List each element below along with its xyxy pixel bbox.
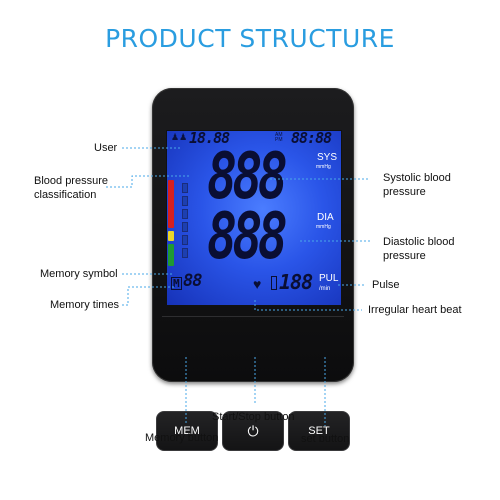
bp-classification-bars — [168, 180, 174, 269]
user-icons: ♟♟ — [171, 132, 188, 142]
dia-label: DIA — [317, 212, 334, 223]
class-bar-yellow — [168, 231, 174, 241]
dia-unit: mmHg — [316, 224, 331, 230]
label-bp-classification: Blood pressure classification — [34, 175, 108, 201]
lcd-screen: ♟♟ 18.88 AM PM 88:88 888 SYS mmHg 888 DI… — [166, 130, 342, 306]
heart-icon: ♥ — [253, 276, 262, 292]
time-readout: 88:88 — [291, 129, 332, 147]
mem-button[interactable]: MEM — [156, 411, 218, 451]
label-systolic: Systolic blood pressure — [383, 172, 451, 198]
pul-label: PUL — [319, 273, 339, 284]
label-memory-times: Memory times — [50, 299, 120, 311]
label-memory-button: Memory button — [145, 432, 219, 444]
memory-times-digits: 88 — [183, 271, 203, 291]
pulse-digits: 188 — [279, 270, 313, 294]
label-start-stop: Start/Stop button — [212, 411, 295, 423]
sys-label: SYS — [317, 152, 338, 163]
label-diastolic: Diastolic blood pressure — [383, 236, 455, 262]
label-user: User — [94, 142, 118, 154]
bezel-divider — [162, 316, 344, 317]
class-bar-red — [168, 180, 174, 228]
battery-icon — [271, 276, 277, 290]
date-readout: 18.88 — [189, 129, 230, 147]
diastolic-digits: 888 — [207, 200, 288, 274]
power-icon: ⏻ — [247, 423, 259, 439]
sys-unit: mmHg — [316, 164, 331, 170]
power-button[interactable]: ⏻ — [222, 411, 284, 451]
label-irregular-heart-beat: Irregular heart beat — [368, 304, 462, 316]
set-button[interactable]: SET — [288, 411, 350, 451]
systolic-digits: 888 — [207, 140, 288, 214]
classification-segments — [182, 183, 188, 261]
am-pm-indicator: AM PM — [275, 132, 283, 143]
memory-symbol: M — [171, 277, 182, 290]
page-title: PRODUCT STRUCTURE — [105, 24, 395, 53]
label-pulse: Pulse — [372, 279, 400, 291]
pul-unit: /min — [319, 286, 331, 292]
label-memory-symbol: Memory symbol — [40, 268, 118, 280]
label-set-button: set button — [301, 433, 350, 445]
blood-pressure-monitor: ♟♟ 18.88 AM PM 88:88 888 SYS mmHg 888 DI… — [152, 88, 354, 451]
class-bar-green — [168, 244, 174, 266]
